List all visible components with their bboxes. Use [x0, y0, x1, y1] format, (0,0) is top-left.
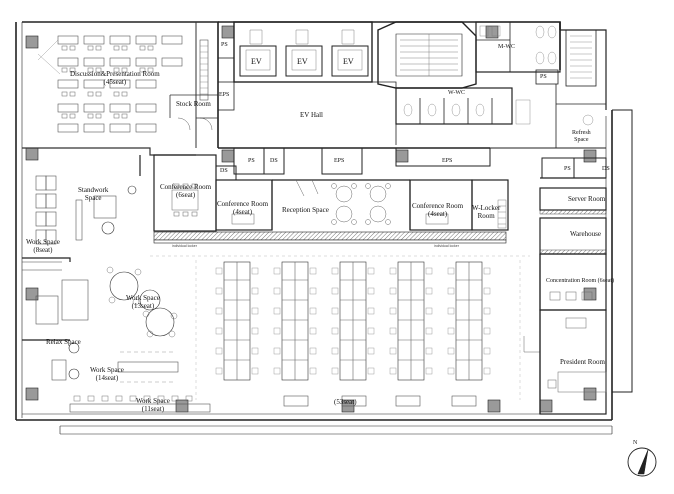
ev-1-label: EV [251, 57, 262, 66]
standwork-name-1: Standwork [78, 186, 109, 194]
work-space-14-name: Work Space [90, 366, 124, 374]
m-wc-label: M-WC [498, 44, 515, 50]
warehouse-label: Warehouse [570, 230, 601, 238]
individual-locker-strip [153, 231, 507, 244]
refresh-space-name-2: Space [574, 137, 589, 143]
conference-rooms [153, 154, 509, 232]
individual-locker-left-note: individual locker [172, 244, 197, 248]
conference-4b-name: Conference Room [412, 202, 464, 210]
left-work-areas [22, 175, 211, 413]
mid-service-rooms [215, 147, 607, 181]
conference-6-label: Conference Room (6seat) [160, 183, 211, 199]
work-space-11-seats: (11seat) [141, 405, 165, 413]
ds-right2-label: DS [602, 166, 610, 172]
stock-room [169, 94, 218, 131]
conference-4b-seats: (4seat) [428, 210, 448, 218]
w-wc [395, 87, 531, 125]
conference-6-seats: (6seat) [176, 191, 196, 199]
work-space-14-label: Work Space (14seat) [90, 366, 124, 382]
concentration-room-label: Concentration Room (6seat) [546, 278, 614, 284]
w-locker-label: W-Locker Room [472, 204, 500, 220]
north-compass-icon [627, 447, 657, 477]
ev-2-label: EV [297, 57, 308, 66]
work-space-11-name: Work Space [136, 397, 170, 405]
refresh-space-name-1: Refresh [572, 130, 591, 136]
core-elevators [217, 21, 397, 149]
refresh-space-label: Refresh Space [572, 130, 591, 144]
ps-top-label: PS [221, 42, 228, 48]
standwork-label: Standwork Space [78, 186, 108, 202]
desk-block-2 [281, 261, 309, 381]
server-room-label: Server Room [568, 195, 606, 203]
m-wc [475, 21, 561, 73]
right-stair [535, 29, 597, 87]
desk-block-4 [397, 261, 425, 381]
work-space-14-seats: (14seat) [95, 374, 119, 382]
work-space-11-label: Work Space (11seat) [136, 397, 170, 413]
conference-4a-name: Conference Room [217, 200, 269, 208]
ps-mid-label: PS [248, 158, 255, 164]
eps-top-label: EPS [219, 92, 230, 98]
w-wc-label: W-WC [448, 90, 465, 96]
discussion-room-label: Discussion&Presentation Room (45seat) [70, 70, 160, 86]
relax-space-label: Relax Space [46, 338, 81, 346]
compass-north-letter: N [633, 440, 638, 446]
standwork-name-2: Space [84, 194, 102, 202]
open-office-seats-label: (53seat) [334, 398, 357, 406]
ev-hall-label: EV Hall [300, 111, 324, 119]
ps-right-label: PS [540, 74, 547, 80]
work-space-8-seats: (8seat) [33, 246, 53, 254]
conference-4b-label: Conference Room (4seat) [412, 202, 463, 218]
desk-block-3 [339, 261, 367, 381]
ps-right2-label: PS [564, 166, 571, 172]
ds-mid-label: DS [270, 158, 278, 164]
conference-4a-seats: (4seat) [233, 208, 253, 216]
work-space-8-label: Work Space (8seat) [26, 238, 60, 254]
reception-label: Reception Space [282, 206, 329, 214]
conference-4a-label: Conference Room (4seat) [217, 200, 268, 216]
discussion-room-name: Discussion&Presentation Room [70, 70, 160, 78]
ev-3-label: EV [343, 57, 354, 66]
interior-partitions [22, 155, 541, 414]
ds-left-label: DS [220, 168, 228, 174]
president-room-label: President Room [560, 358, 605, 366]
eps-mid-label: EPS [334, 158, 345, 164]
w-locker-name-1: W-Locker [472, 204, 501, 212]
individual-locker-right-note: individual locker [434, 244, 459, 248]
w-locker-name-2: Room [477, 212, 495, 220]
eps-right-label: EPS [442, 158, 453, 164]
work-space-8-name: Work Space [26, 238, 60, 246]
desk-block-5 [455, 261, 483, 381]
work-space-13-seats: (13seat) [131, 302, 155, 310]
desk-block-1 [223, 261, 251, 381]
conference-6-name: Conference Room [160, 183, 212, 191]
stair-core [377, 21, 477, 89]
open-office-desks [150, 255, 530, 407]
discussion-room [22, 22, 209, 156]
stock-room-label: Stock Room [176, 100, 211, 108]
work-space-13-label: Work Space (13seat) [126, 294, 160, 310]
work-space-13-name: Work Space [126, 294, 160, 302]
discussion-room-seats: (45seat) [103, 78, 127, 86]
